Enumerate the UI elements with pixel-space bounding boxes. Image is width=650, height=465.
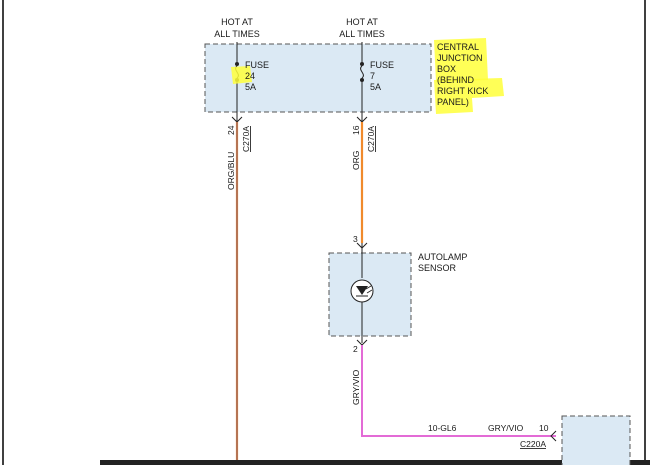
fuse24-number: 24 — [245, 71, 255, 81]
autolamp-name-line2: SENSOR — [418, 263, 457, 273]
fuse7-supply-line2: ALL TIMES — [339, 29, 385, 39]
fuse7-pin: 16 — [351, 125, 361, 135]
junction-box-label-line5: RIGHT KICK — [437, 86, 488, 96]
autolamp-name-line1: AUTOLAMP — [418, 252, 467, 262]
fuse24-rating: 5A — [245, 82, 256, 92]
fuse7-number: 7 — [370, 71, 375, 81]
autolamp-pin-out: 2 — [353, 344, 358, 354]
junction-box-highlight-bottom — [434, 78, 504, 114]
fuse24-label: FUSE — [245, 60, 269, 70]
fuse24-supply-line2: ALL TIMES — [214, 29, 260, 39]
junction-box-label-line1: CENTRAL — [437, 42, 479, 52]
fuse7-label: FUSE — [370, 60, 394, 70]
fuse7-wire-color: ORG — [351, 151, 361, 170]
fuse24-connector: C270A — [241, 126, 251, 152]
frame-bottom-bar — [100, 460, 650, 465]
junction-box-label-line3: BOX — [437, 64, 456, 74]
fuse7-supply-line1: HOT AT — [346, 17, 378, 27]
fuse7-rating: 5A — [370, 82, 381, 92]
c220a-connector-symbol — [550, 430, 557, 442]
destination-module-box — [561, 415, 631, 465]
autolamp-pin-in: 3 — [353, 234, 358, 244]
fuse24-pin: 24 — [226, 125, 236, 135]
c220a-connector-label: C220A — [520, 439, 546, 449]
central-junction-box — [204, 43, 432, 113]
wire-gry-vio-horizontal-label: GRY/VIO — [488, 423, 524, 433]
junction-box-label-line2: JUNCTION — [437, 53, 483, 63]
junction-box-highlight-top — [434, 38, 488, 82]
junction-box-label-line4: (BEHIND — [437, 75, 475, 85]
fuse24-highlight — [231, 66, 252, 84]
wire-gry-vio — [361, 345, 556, 437]
fuse24-supply-line1: HOT AT — [221, 17, 253, 27]
wire-gry-vio-vertical-label: GRY/VIO — [351, 369, 361, 405]
fuse24-wire-color: ORG/BLU — [226, 152, 236, 190]
circuit-label: 10-GL6 — [428, 423, 457, 433]
photodiode-icon — [350, 279, 374, 303]
fuse7-symbol — [360, 62, 364, 112]
c220a-pin: 10 — [539, 423, 549, 433]
fuse7-connector: C270A — [366, 126, 376, 152]
junction-box-label-line6: PANEL) — [437, 97, 469, 107]
